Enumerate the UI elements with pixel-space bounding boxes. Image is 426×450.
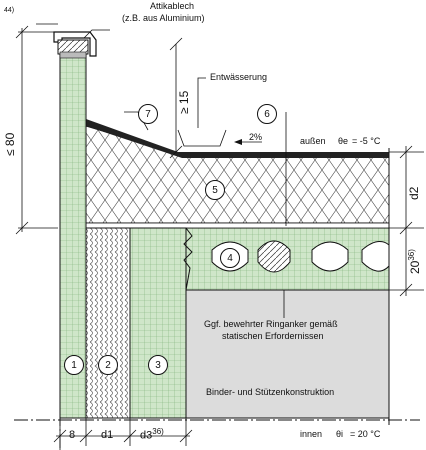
dim-width-8: 8 <box>69 429 76 441</box>
marker-2: 2 <box>98 355 118 375</box>
dim-slab-footnote: 36) <box>407 249 416 261</box>
outside-temp-value: = -5 °C <box>352 136 381 146</box>
section-boundaries <box>14 60 420 450</box>
marker-4: 4 <box>220 248 240 268</box>
ring-anchor <box>257 240 291 273</box>
binder-structure <box>185 289 390 419</box>
marker-5: 5 <box>205 180 225 200</box>
dim-d1: d1 <box>101 429 114 441</box>
outside-label: außen <box>300 136 326 146</box>
wall-layer-3 <box>129 227 187 419</box>
inside-temp-value: = 20 °C <box>350 429 381 439</box>
footnote-44: 44) <box>4 7 15 14</box>
structure-label: Binder- und Stützenkonstruktion <box>206 387 335 397</box>
dimension-lines <box>15 25 424 450</box>
dim-slab: 2036) <box>407 249 422 274</box>
inside-label: innen <box>300 429 323 439</box>
dim-left-height: ≤ 80 <box>3 132 17 156</box>
dim-d2: d2 <box>407 186 421 200</box>
drainage-label: Entwässerung <box>210 72 268 82</box>
dim-d3: d336) <box>140 428 164 442</box>
expansion-joint <box>183 227 193 291</box>
coping-label-line2: (z.B. aus Aluminium) <box>122 13 205 23</box>
coping-metal <box>53 31 97 59</box>
wall-layer-2 <box>85 227 131 419</box>
dim-slab-value: 20 <box>408 260 422 274</box>
slope-arrow <box>234 139 242 145</box>
outside-temp-symbol: θe <box>338 136 349 146</box>
marker-7: 7 <box>138 104 158 124</box>
inside-temp-symbol: θi <box>336 429 344 439</box>
ring-anchor-label-line1: Ggf. bewehrter Ringanker gemäß <box>204 319 338 329</box>
vapour-barrier <box>85 222 390 229</box>
ring-anchor-label-line2: statischen Erfordernissen <box>222 331 324 341</box>
dim-upper-height: ≥ 15 <box>177 90 191 114</box>
roof-membrane <box>86 119 389 158</box>
marker-6: 6 <box>257 104 277 124</box>
slope-label: 2% <box>249 132 263 142</box>
marker-1: 1 <box>64 355 84 375</box>
dim-d3-footnote: 36) <box>152 427 164 436</box>
coping-label-line1: Attikablech <box>150 1 195 11</box>
marker-3: 3 <box>148 355 168 375</box>
dim-d3-value: d3 <box>140 429 153 442</box>
